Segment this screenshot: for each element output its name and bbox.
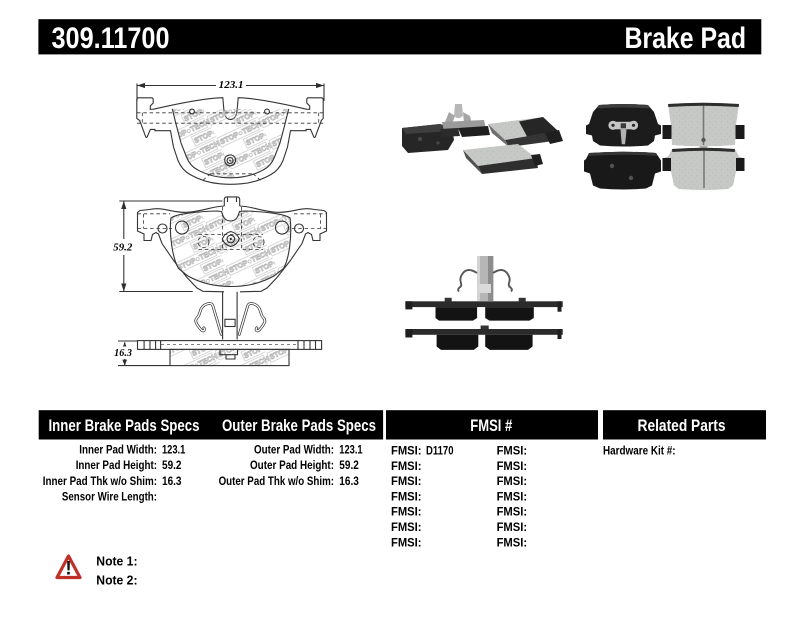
svg-text:123.1: 123.1 xyxy=(339,443,363,457)
svg-text:FMSI:: FMSI: xyxy=(391,520,422,534)
svg-text:FMSI:: FMSI: xyxy=(497,459,527,473)
svg-text:!: ! xyxy=(65,559,71,580)
svg-text:Brake Pad: Brake Pad xyxy=(625,22,747,55)
svg-text:Outer Brake Pads Specs: Outer Brake Pads Specs xyxy=(222,416,376,435)
svg-text:FMSI:: FMSI: xyxy=(391,474,422,488)
svg-text:FMSI:: FMSI: xyxy=(497,489,527,503)
svg-text:FMSI:: FMSI: xyxy=(391,505,422,519)
svg-text:59.2: 59.2 xyxy=(162,458,182,472)
svg-text:59.2: 59.2 xyxy=(339,458,359,472)
svg-text:Outer Pad Thk w/o Shim:: Outer Pad Thk w/o Shim: xyxy=(219,474,334,488)
svg-text:Inner Brake Pads Specs: Inner Brake Pads Specs xyxy=(49,416,200,435)
svg-text:Related Parts: Related Parts xyxy=(638,416,726,435)
svg-text:123.1: 123.1 xyxy=(219,80,244,91)
svg-text:Inner Pad Height:: Inner Pad Height: xyxy=(76,458,157,472)
svg-text:16.3: 16.3 xyxy=(162,474,182,488)
svg-text:FMSI:: FMSI: xyxy=(497,505,527,519)
svg-text:Note 2:: Note 2: xyxy=(96,572,137,587)
svg-text:FMSI:: FMSI: xyxy=(391,444,422,458)
svg-text:123.1: 123.1 xyxy=(162,443,186,457)
svg-text:D1170: D1170 xyxy=(426,444,454,458)
svg-text:FMSI:: FMSI: xyxy=(497,520,527,534)
svg-text:Inner Pad Width:: Inner Pad Width: xyxy=(79,443,157,457)
svg-text:FMSI:: FMSI: xyxy=(391,535,422,549)
svg-text:FMSI:: FMSI: xyxy=(391,489,422,503)
svg-text:Sensor Wire Length:: Sensor Wire Length: xyxy=(62,489,157,503)
svg-text:Note 1:: Note 1: xyxy=(96,554,137,569)
svg-text:16.3: 16.3 xyxy=(114,348,132,359)
svg-text:59.2: 59.2 xyxy=(113,242,132,253)
svg-text:Outer Pad Height:: Outer Pad Height: xyxy=(250,458,334,472)
svg-text:FMSI:: FMSI: xyxy=(497,474,527,488)
svg-text:FMSI:: FMSI: xyxy=(497,444,527,458)
svg-text:FMSI:: FMSI: xyxy=(497,535,527,549)
svg-text:Inner Pad Thk w/o Shim:: Inner Pad Thk w/o Shim: xyxy=(43,474,157,488)
svg-text:309.11700: 309.11700 xyxy=(52,22,170,55)
svg-text:Outer Pad Width:: Outer Pad Width: xyxy=(254,443,334,457)
svg-text:Hardware Kit #:: Hardware Kit #: xyxy=(603,444,676,458)
svg-text:FMSI #: FMSI # xyxy=(470,416,512,435)
svg-text:FMSI:: FMSI: xyxy=(391,459,422,473)
svg-text:16.3: 16.3 xyxy=(339,474,359,488)
